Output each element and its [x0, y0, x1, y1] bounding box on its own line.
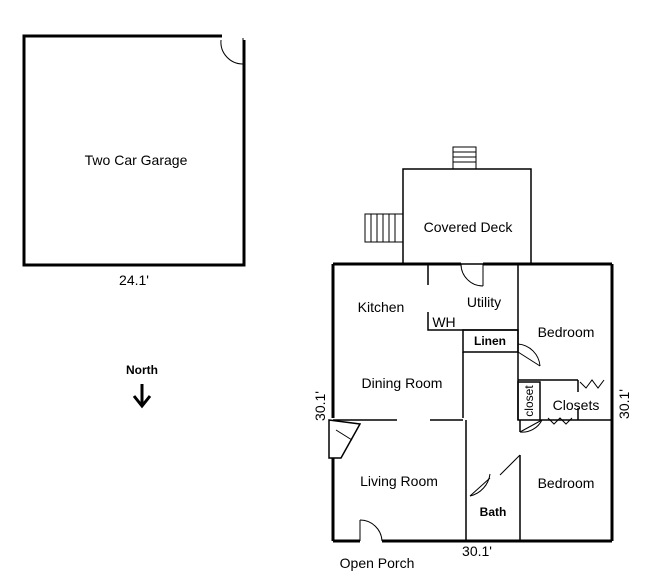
door-swings [328, 263, 543, 542]
bedroom-2-door-swing [519, 419, 543, 433]
deck-outline [402, 168, 532, 265]
porch-door-swing [359, 519, 383, 542]
right-dimension: 30.1' [616, 389, 632, 419]
house-dimensions: 30.1' 30.1' 30.1' [312, 389, 632, 559]
room-labels: Kitchen Utility WH Linen Bedroom Dining … [340, 294, 600, 571]
left-dimension: 30.1' [312, 391, 328, 421]
bath-label: Bath [480, 505, 507, 519]
bedroom-2-label: Bedroom [538, 475, 595, 491]
north-indicator: North [126, 363, 158, 409]
linen-closet [462, 329, 519, 353]
bedroom-1-label: Bedroom [538, 324, 595, 340]
house-walls [331, 262, 614, 543]
covered-deck: Covered Deck [364, 146, 532, 265]
hall-closet [517, 381, 541, 421]
utility-door-swing [460, 263, 484, 287]
interior-walls [333, 264, 612, 541]
corner-door [328, 419, 362, 459]
water-heater-label: WH [432, 314, 455, 330]
closets-label: Closets [553, 397, 600, 413]
dining-room-label: Dining Room [362, 375, 443, 391]
north-label: North [126, 363, 158, 377]
kitchen-label: Kitchen [358, 299, 405, 315]
bottom-dimension: 30.1' [462, 543, 492, 559]
linen-label: Linen [474, 334, 506, 348]
closet-label: closet [522, 385, 536, 417]
garage-walls [22, 34, 246, 267]
living-room-label: Living Room [360, 473, 438, 489]
bath-door-swing [469, 454, 521, 497]
covered-deck-label: Covered Deck [424, 219, 514, 235]
deck-stairs-top [452, 146, 477, 170]
garage-width-dimension: 24.1' [119, 272, 149, 288]
utility-label: Utility [467, 294, 501, 310]
open-porch-label: Open Porch [340, 555, 415, 571]
garage: Two Car Garage 24.1' [22, 34, 246, 288]
deck-stairs-left [364, 213, 404, 243]
garage-label: Two Car Garage [85, 152, 188, 168]
bedroom-1-door-swing [517, 343, 541, 367]
garage-door-swing [220, 34, 246, 65]
